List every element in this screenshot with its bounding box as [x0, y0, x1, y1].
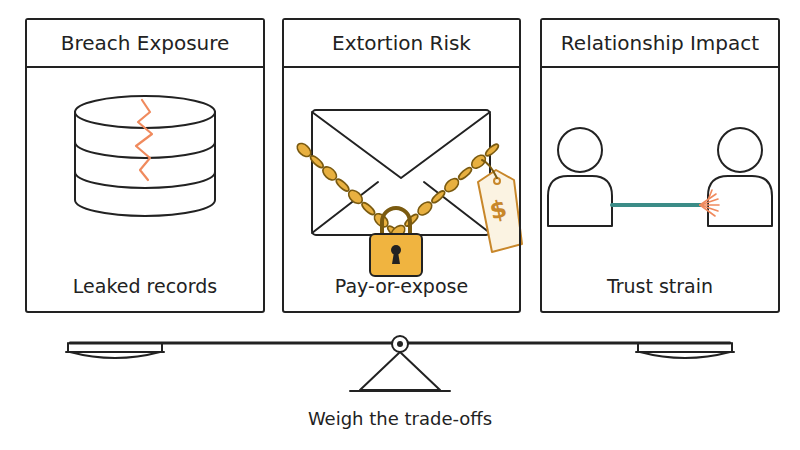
envelope-icon: [312, 110, 490, 235]
chain-link: [457, 166, 473, 181]
panel-heading: Relationship Impact: [542, 20, 778, 68]
panel-heading: Breach Exposure: [27, 20, 263, 68]
chain: [295, 141, 500, 241]
chain-link: [484, 142, 500, 157]
panel-caption: Pay-or-expose: [284, 271, 519, 311]
chain-link: [360, 201, 376, 216]
balance-scale: [66, 336, 734, 391]
panel-spacer: [542, 68, 778, 271]
database-icon: [75, 96, 215, 216]
category-panel: Extortion RiskPay-or-expose: [282, 18, 521, 313]
panel-caption: Trust strain: [542, 271, 778, 311]
category-panel: Breach ExposureLeaked records: [25, 18, 265, 313]
category-panel: Relationship ImpactTrust strain: [540, 18, 780, 313]
diagram-caption: Weigh the trade-offs: [0, 408, 800, 429]
people-icon: [548, 128, 772, 226]
price-tag: [478, 160, 522, 252]
panel-heading: Extortion Risk: [284, 20, 519, 68]
chain-link: [335, 178, 351, 193]
padlock: [370, 208, 422, 276]
panel-caption: Leaked records: [27, 271, 263, 311]
panel-spacer: [27, 68, 263, 271]
chain-link: [430, 189, 446, 204]
chain-link: [309, 154, 325, 169]
panel-spacer: [284, 68, 519, 271]
